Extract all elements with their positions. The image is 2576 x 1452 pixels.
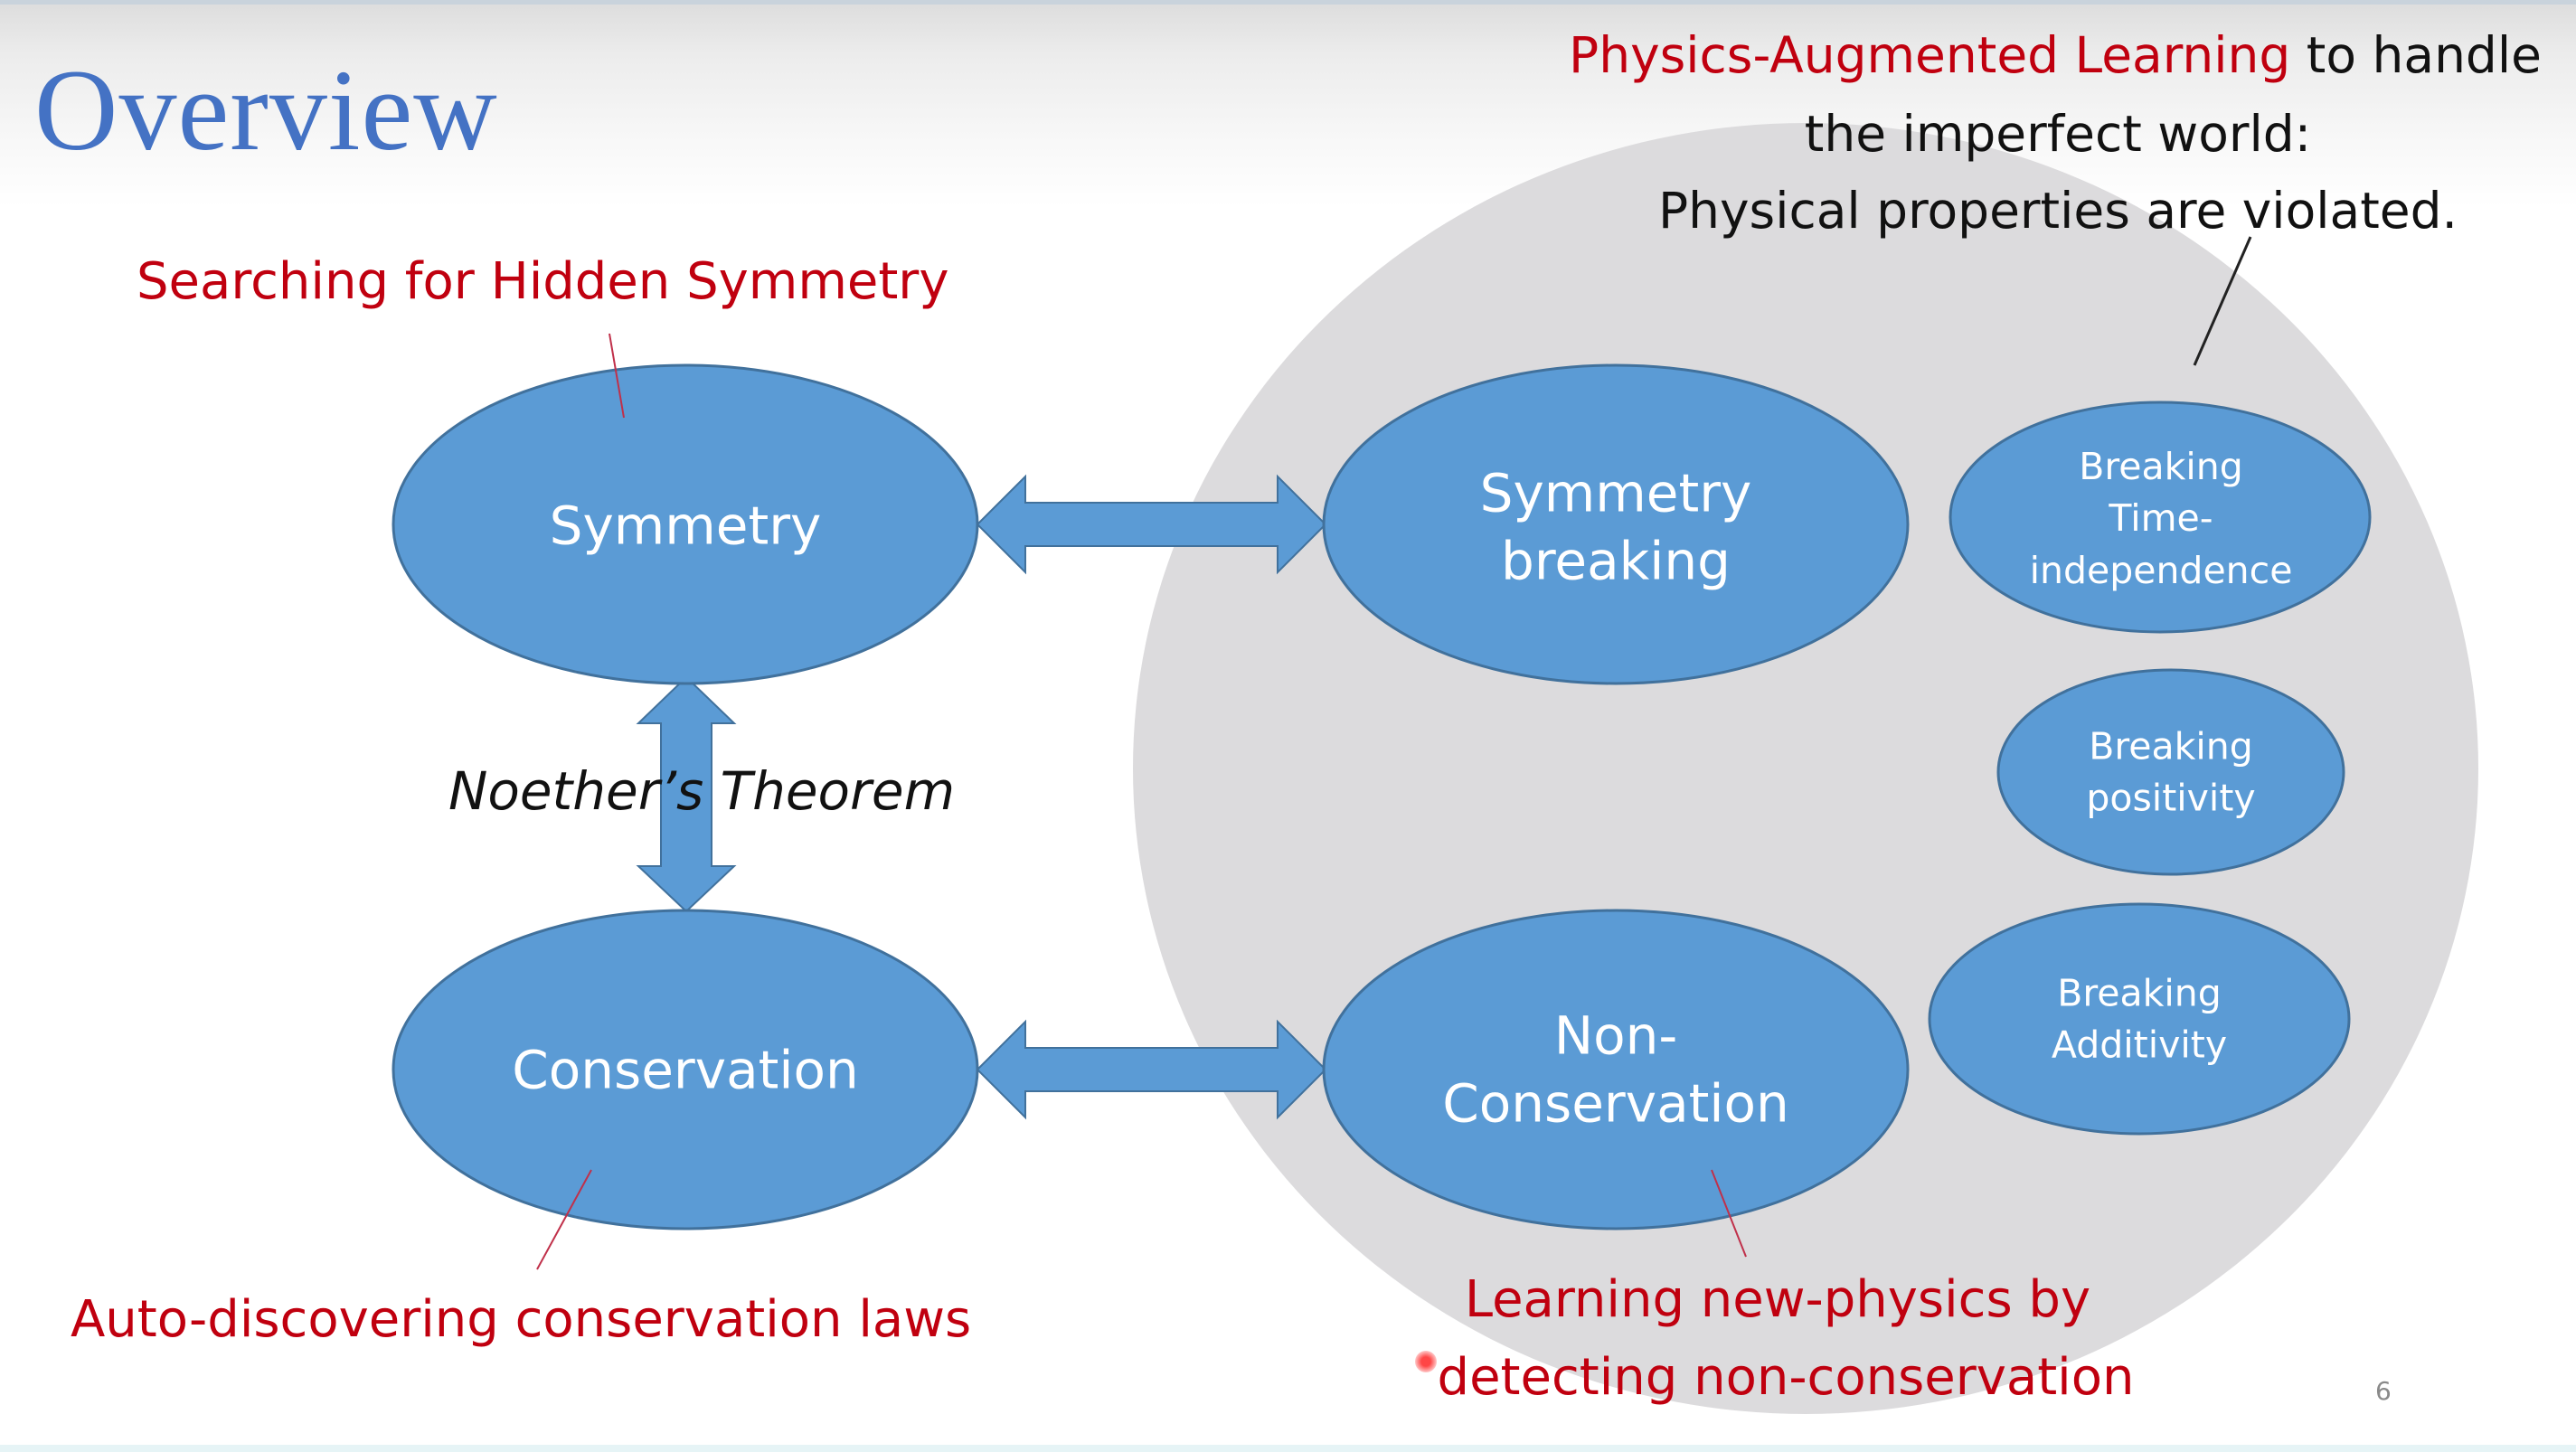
symmetry-label: Symmetry	[550, 492, 822, 560]
non-conservation-label: Non- Conservation	[1442, 1003, 1788, 1139]
symmetry-node	[392, 363, 979, 685]
learning-annotation-line2: detecting non-conservation	[1437, 1348, 2135, 1407]
breaking-time-line2: Time-	[2109, 496, 2213, 541]
breaking-time-node	[1949, 401, 2372, 634]
breaking-positivity-line2: positivity	[2086, 777, 2256, 820]
page-number: 6	[2375, 1376, 2392, 1406]
slide-title: Overview	[34, 46, 498, 174]
symmetry-breaking-label: Symmetry breaking	[1480, 460, 1752, 597]
breaking-additivity-label: Breaking Additivity	[2052, 968, 2227, 1072]
conservation-label: Conservation	[512, 1036, 858, 1104]
auto-discovering-annotation: Auto-discovering conservation laws	[71, 1290, 972, 1349]
breaking-additivity-node	[1928, 902, 2351, 1136]
breaking-positivity-line1: Breaking	[2089, 724, 2253, 768]
violated-text: Physical properties are violated.	[1657, 182, 2458, 240]
non-conservation-line1: Non-	[1553, 1004, 1678, 1067]
imperfect-world-text: the imperfect world:	[1804, 105, 2312, 163]
hidden-symmetry-annotation: Searching for Hidden Symmetry	[137, 252, 949, 311]
auto-discovering-pointer	[536, 1169, 592, 1270]
breaking-time-line1: Breaking	[2079, 444, 2243, 488]
window-top-border	[0, 0, 2576, 5]
symmetry-breaking-line1: Symmetry	[1479, 462, 1752, 524]
breaking-time-line3: independence	[2029, 548, 2293, 592]
symmetry-label-line: Symmetry	[549, 495, 822, 557]
symmetry-breaking-node	[1322, 363, 1910, 685]
physics-augmented-heading: Physics-Augmented Learning to handle	[1569, 31, 2542, 80]
noether-theorem-label: Noether’s Theorem	[448, 760, 956, 822]
symmetry-breaking-line2: breaking	[1501, 531, 1731, 592]
learning-annotation-line1: Learning new-physics by	[1464, 1270, 2091, 1329]
window-bottom-border	[0, 1445, 2576, 1452]
physics-augmented-rest: to handle	[2290, 26, 2542, 84]
conservation-label-line: Conservation	[512, 1039, 859, 1101]
breaking-additivity-line2: Additivity	[2051, 1023, 2228, 1067]
conservation-node	[392, 909, 979, 1230]
violated-pointer	[2193, 236, 2252, 366]
breaking-time-label: Breaking Time- independence	[2030, 441, 2293, 597]
learning-pointer	[1711, 1169, 1747, 1258]
breaking-positivity-node	[1996, 668, 2345, 876]
breaking-additivity-line1: Breaking	[2057, 971, 2222, 1015]
non-conservation-node	[1322, 909, 1910, 1230]
breaking-positivity-label: Breaking positivity	[2086, 721, 2255, 825]
non-conservation-line2: Conservation	[1442, 1073, 1789, 1135]
hidden-symmetry-pointer	[609, 333, 625, 419]
physics-augmented-learning-term: Physics-Augmented Learning	[1569, 26, 2291, 84]
laser-pointer-icon	[1415, 1351, 1437, 1372]
